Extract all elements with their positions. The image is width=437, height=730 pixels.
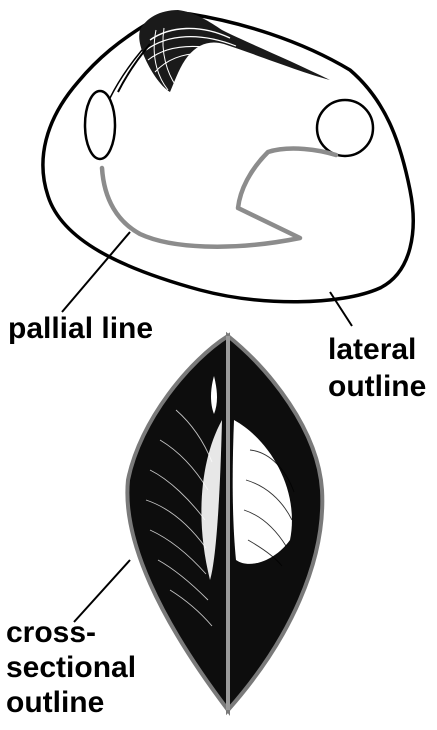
cross-sectional-label-line-2: sectional [6, 651, 136, 686]
cross-sectional-label-line-1: cross- [6, 616, 136, 651]
cross-sectional-label-line-3: outline [6, 686, 136, 721]
pallial-line-label: pallial line [8, 312, 153, 346]
lateral-shell-view [43, 10, 413, 326]
lateral-outline-label: lateral outline [328, 332, 426, 405]
lateral-outline-label-line-2: outline [328, 369, 426, 406]
lateral-outline-label-line-1: lateral [328, 332, 426, 369]
cross-section-leader [74, 560, 130, 622]
cross-sectional-outline-label: cross- sectional outline [6, 616, 136, 720]
